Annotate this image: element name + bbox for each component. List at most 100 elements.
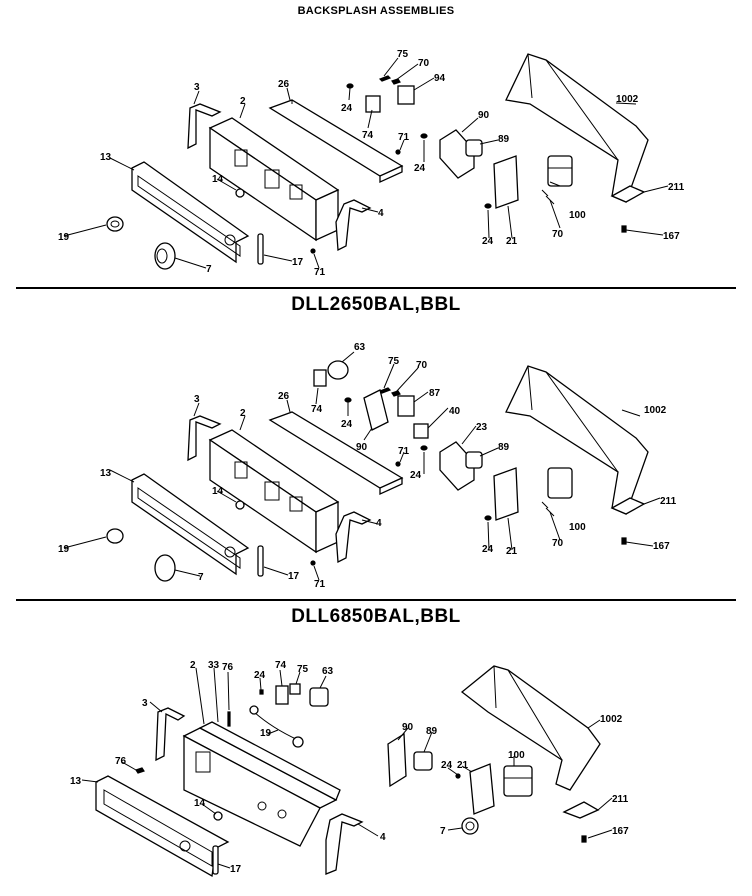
label-76a: 76 [222,662,234,673]
label-26: 26 [278,79,290,90]
label-2: 2 [190,660,196,671]
label-17: 17 [230,864,242,875]
label-13: 13 [70,776,82,787]
part-4-bracket [325,813,364,875]
part-7-knob [154,242,176,270]
part-75-pin [289,683,301,695]
label-3: 3 [142,698,148,709]
label-7: 7 [206,264,212,275]
part-63-switch [309,687,329,707]
part-19-knob [106,216,124,232]
label-94: 94 [434,73,446,84]
label-90: 90 [402,722,414,733]
label-100: 100 [569,522,586,533]
part-7-knob [461,817,479,835]
label-71b: 71 [314,267,326,278]
label-89: 89 [498,442,510,453]
part-24-screw-a [344,397,352,403]
part-90-plate [363,389,389,431]
label-21: 21 [506,546,518,557]
part-24-screw-b [420,445,428,451]
label-1002: 1002 [600,714,623,725]
part-24-screw-b [455,773,461,779]
label-90: 90 [356,442,368,453]
part-33-strip [198,721,341,801]
part-19-knob [106,528,124,544]
label-19: 19 [260,728,272,739]
label-76b: 76 [115,756,127,767]
label-70: 70 [418,58,430,69]
part-76-screw-a [227,711,231,727]
label-71b: 71 [314,579,326,590]
part-1002-shelf [505,365,649,515]
label-75: 75 [397,49,409,60]
part-89-timer [465,139,483,157]
label-100: 100 [508,750,525,761]
part-100-motor [547,155,573,187]
part-3-bracket [187,103,222,150]
leader-lines-1 [63,57,669,269]
label-19: 19 [58,544,70,555]
label-21: 21 [457,760,469,771]
label-21: 21 [506,236,518,247]
part-100-motor [503,765,533,797]
label-90: 90 [478,110,490,121]
label-24c: 24 [482,544,494,555]
section-divider-1 [16,287,736,289]
label-74: 74 [311,404,323,415]
label-24b: 24 [414,163,426,174]
part-75-pin [378,387,392,394]
label-23: 23 [476,422,488,433]
label-14: 14 [212,486,224,497]
label-70b: 70 [552,229,564,240]
part-94-switch [397,85,415,105]
section-divider-2 [16,599,736,601]
label-4: 4 [380,832,386,843]
part-14-screw [235,500,245,510]
label-1002: 1002 [644,405,667,416]
part-90-plate [387,732,407,788]
label-24b: 24 [410,470,422,481]
label-14: 14 [194,798,206,809]
part-71-screw-b [310,560,316,566]
label-7: 7 [198,572,204,583]
label-75: 75 [388,356,400,367]
part-19-wire [253,711,299,741]
label-211: 211 [668,182,685,193]
leader-lines-3 [81,667,613,869]
part-21-bracket [493,467,519,521]
label-17: 17 [288,571,300,582]
assembly-section-1: 75 70 94 3 2 26 24 74 71 90 24 89 1002 1… [58,49,685,278]
label-89: 89 [498,134,510,145]
part-24-screw-a [259,689,264,695]
label-40: 40 [449,406,461,417]
part-74-switch [313,369,327,387]
label-63: 63 [322,666,334,677]
label-211: 211 [660,496,677,507]
leader-lines-2 [63,351,661,581]
part-71-screw-b [310,248,316,254]
label-70: 70 [416,360,428,371]
part-71-screw-a [395,149,401,155]
label-1002: 1002 [616,94,639,105]
part-17-clip [212,845,219,875]
label-13: 13 [100,468,112,479]
part-4-bracket [335,511,372,564]
part-3-bracket [187,415,222,462]
part-21-bracket [469,763,495,815]
part-89-timer [465,451,483,469]
part-70-wire [541,189,555,205]
part-17-clip [257,545,264,577]
label-87: 87 [429,388,441,399]
part-1002-shelf [505,53,649,203]
part-24-screw-c [484,203,492,209]
part-75-pin [378,75,392,82]
part-24-screw-a [346,83,354,89]
model-title-1: DLL2650BAL,BBL [291,294,461,315]
part-71-screw-a [395,461,401,467]
part-87-switch [397,395,415,417]
label-167: 167 [653,541,670,552]
part-100-motor [547,467,573,499]
label-4: 4 [376,518,382,529]
part-74-switch [365,95,381,113]
